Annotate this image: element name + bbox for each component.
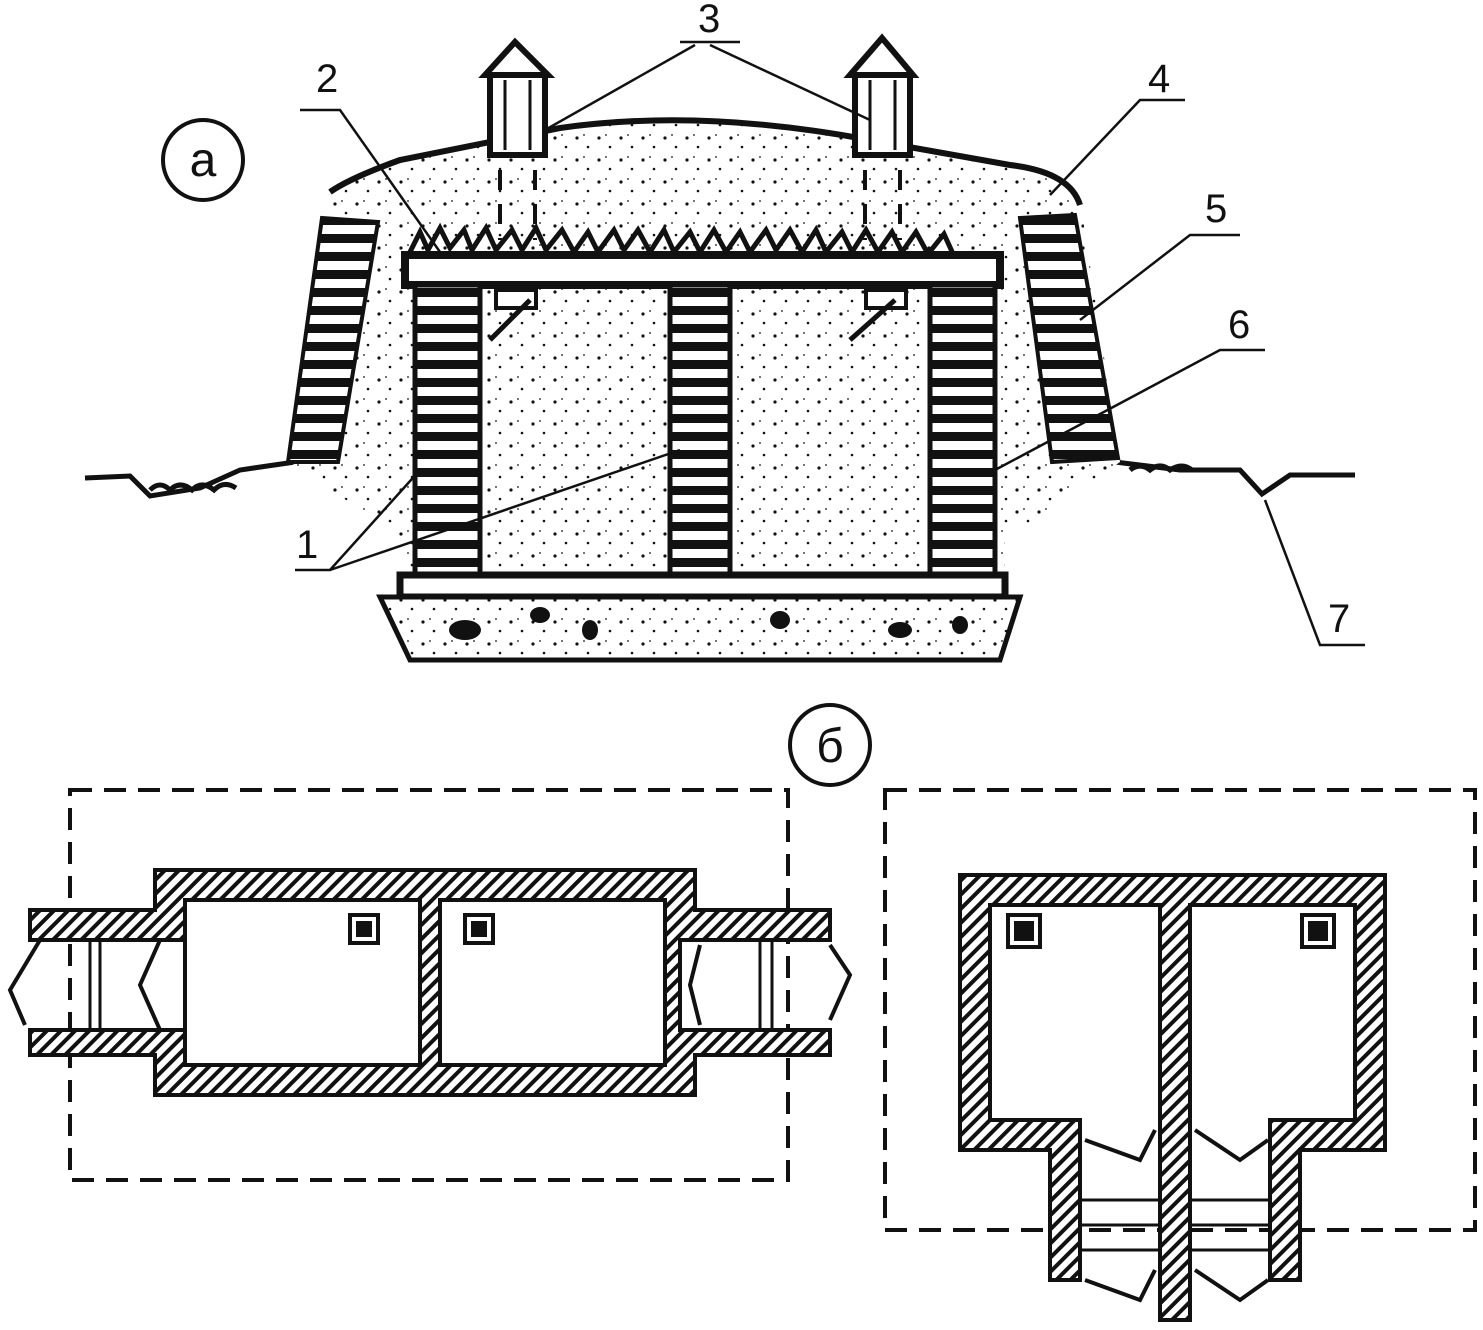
vent-square-left-2	[463, 913, 495, 945]
inner-wall-middle	[667, 282, 733, 578]
callout-6: 6	[1228, 303, 1250, 347]
plan-right-walls	[958, 873, 1387, 1322]
vent-pipe-left	[478, 37, 556, 342]
callout-1: 1	[296, 523, 318, 567]
outer-wall-right	[1017, 212, 1121, 465]
callout-7: 7	[1328, 597, 1350, 641]
inner-wall-left	[412, 282, 483, 578]
callout-5: 5	[1205, 187, 1227, 231]
panel-a-section: а 1 2 3 4 5 6 7	[84, 0, 1365, 663]
pit-outline-left	[68, 788, 790, 1182]
floor-slab	[396, 571, 1009, 601]
outer-wall-left	[285, 215, 381, 464]
vent-pipe-right	[843, 33, 920, 342]
panel-a-marker-circle	[161, 118, 245, 202]
pit-outline-right	[883, 788, 1477, 1232]
panel-b-plans: б	[7, 703, 1477, 1322]
inner-wall-right	[927, 282, 998, 578]
roof-slab	[401, 251, 1004, 289]
callout-4: 4	[1148, 57, 1170, 101]
plan-left-walls	[28, 868, 832, 1097]
mound-top-line	[328, 117, 1083, 207]
callout-3: 3	[698, 0, 720, 41]
panel-a-marker: а	[190, 134, 217, 187]
ground-line-left	[84, 459, 296, 499]
ground-blobs-right	[1128, 463, 1194, 474]
plan-right	[883, 788, 1477, 1322]
leader-lines	[295, 40, 1365, 647]
ground-blobs-left	[148, 482, 238, 494]
panel-b-marker: б	[816, 720, 844, 773]
vent-square-right-1	[1006, 913, 1042, 949]
callout-2: 2	[316, 57, 338, 101]
panel-b-marker-circle	[788, 703, 872, 787]
plan-left	[7, 788, 853, 1182]
